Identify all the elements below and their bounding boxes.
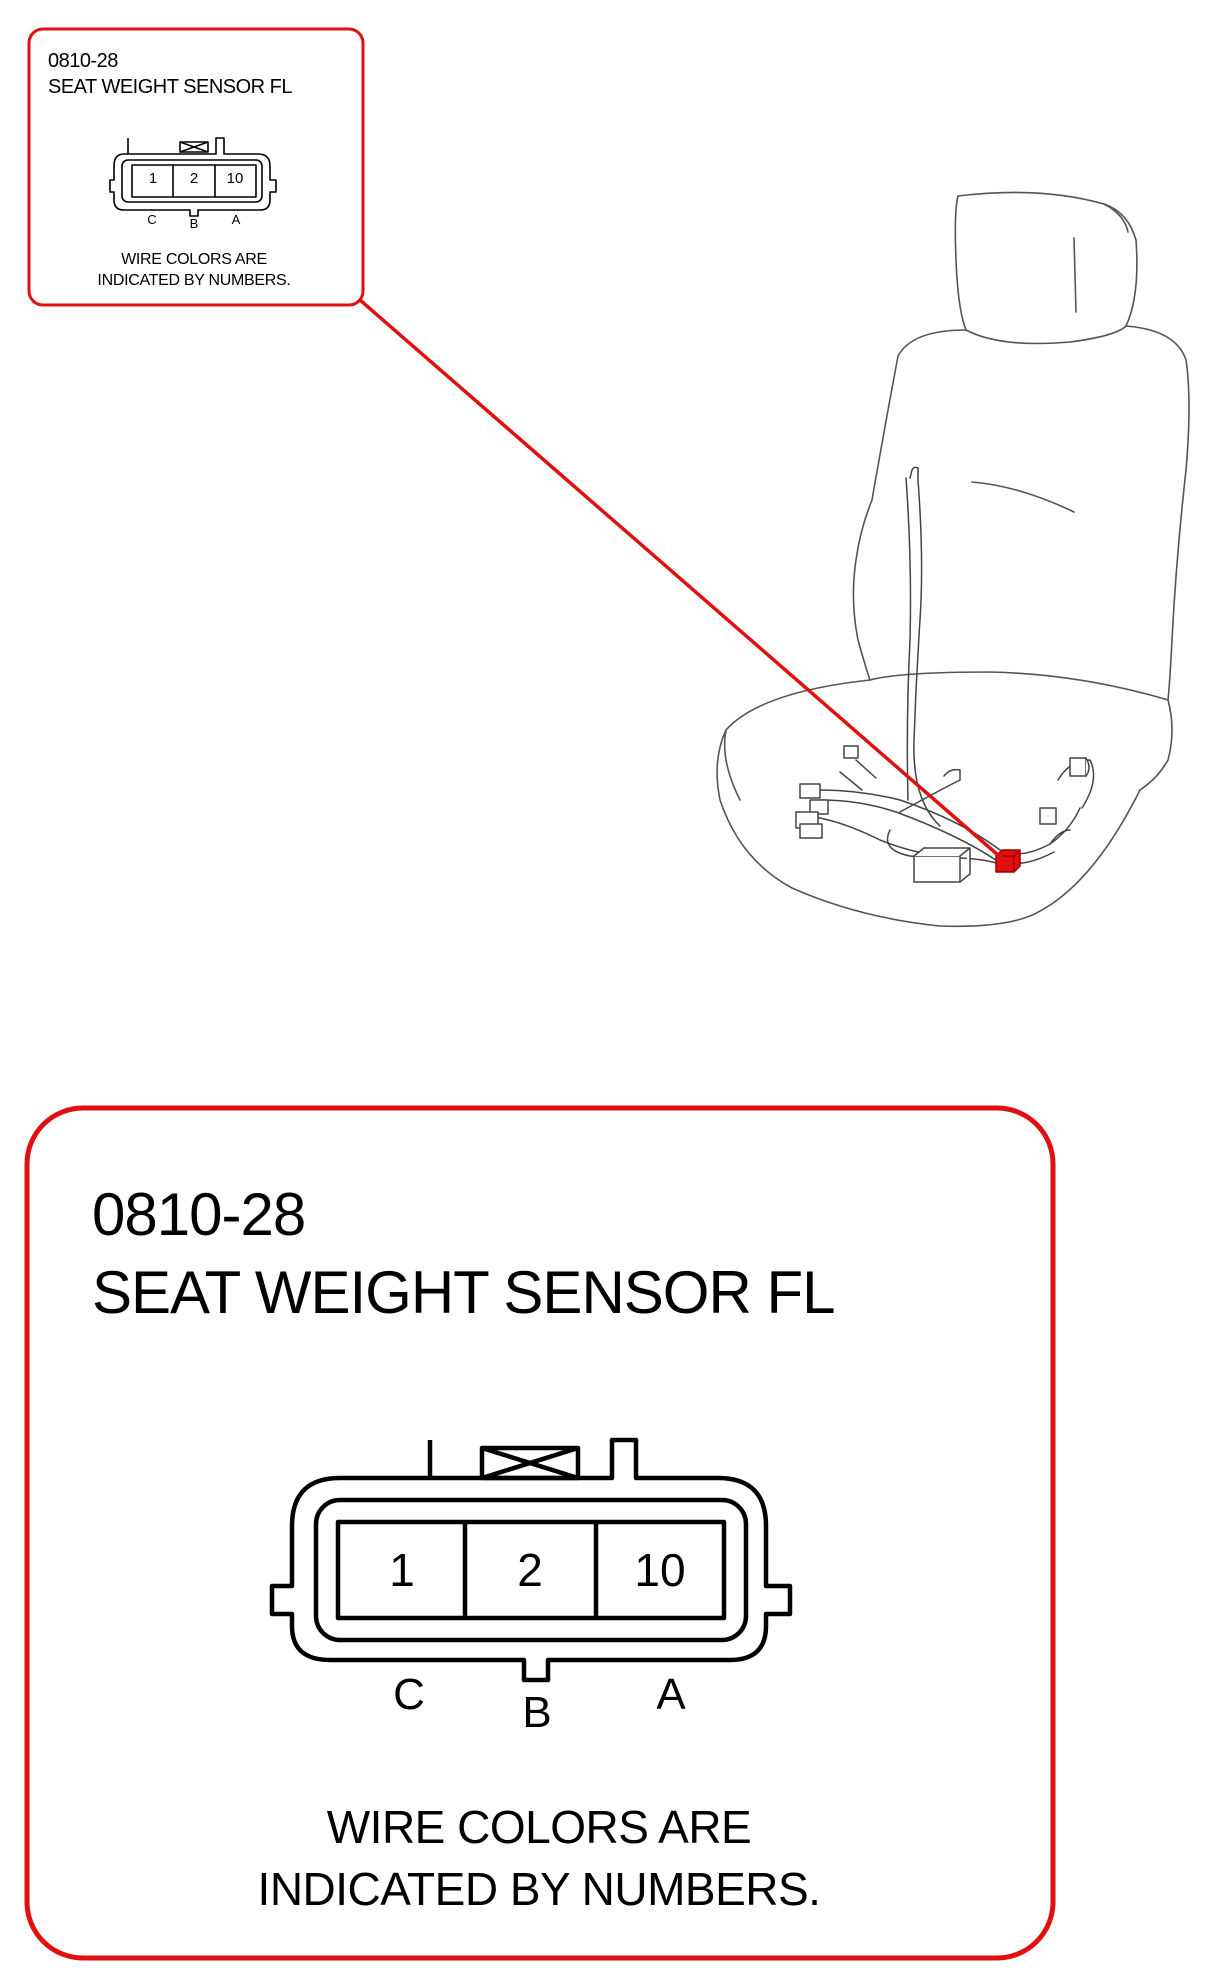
small-wire-color-note-line2: INDICATED BY NUMBERS. <box>97 272 291 289</box>
large-callout-frame <box>24 1105 1056 1961</box>
large-pin-letter-c: C <box>393 1670 425 1719</box>
seat-illustration <box>716 191 1190 928</box>
large-connector-face <box>269 1437 793 1683</box>
small-connector-code: 0810-28 <box>48 50 118 72</box>
small-wire-color-note-line1: WIRE COLORS ARE <box>121 251 267 268</box>
small-pin-letter-a: A <box>231 212 241 227</box>
small-pin-1: 1 <box>148 170 158 187</box>
large-pin-10: 10 <box>634 1544 686 1596</box>
small-pin-10: 10 <box>226 170 244 187</box>
seat-backrest <box>852 329 967 681</box>
leader-line <box>358 298 1008 864</box>
large-wire-color-note-line1: WIRE COLORS ARE <box>326 1801 752 1853</box>
seat-connectors <box>795 745 1090 883</box>
seat-headrest <box>954 191 1138 345</box>
large-wire-color-note-line2: INDICATED BY NUMBERS. <box>257 1863 821 1915</box>
large-connector-code: 0810-28 <box>92 1181 306 1248</box>
small-connector-face <box>109 137 277 217</box>
small-callout-frame <box>27 27 365 307</box>
large-pin-letter-a: A <box>656 1670 686 1719</box>
large-pin-2: 2 <box>517 1544 543 1596</box>
large-pin-1: 1 <box>389 1544 415 1596</box>
highlighted-connector <box>995 849 1021 873</box>
small-pin-letter-b: B <box>189 216 199 231</box>
seat-cushion <box>716 679 1141 928</box>
large-pin-letter-b: B <box>522 1688 552 1737</box>
small-pin-2: 2 <box>189 170 199 187</box>
large-connector-name: SEAT WEIGHT SENSOR FL <box>92 1259 835 1326</box>
small-pin-letter-c: C <box>147 212 157 227</box>
small-connector-name: SEAT WEIGHT SENSOR FL <box>48 76 293 98</box>
